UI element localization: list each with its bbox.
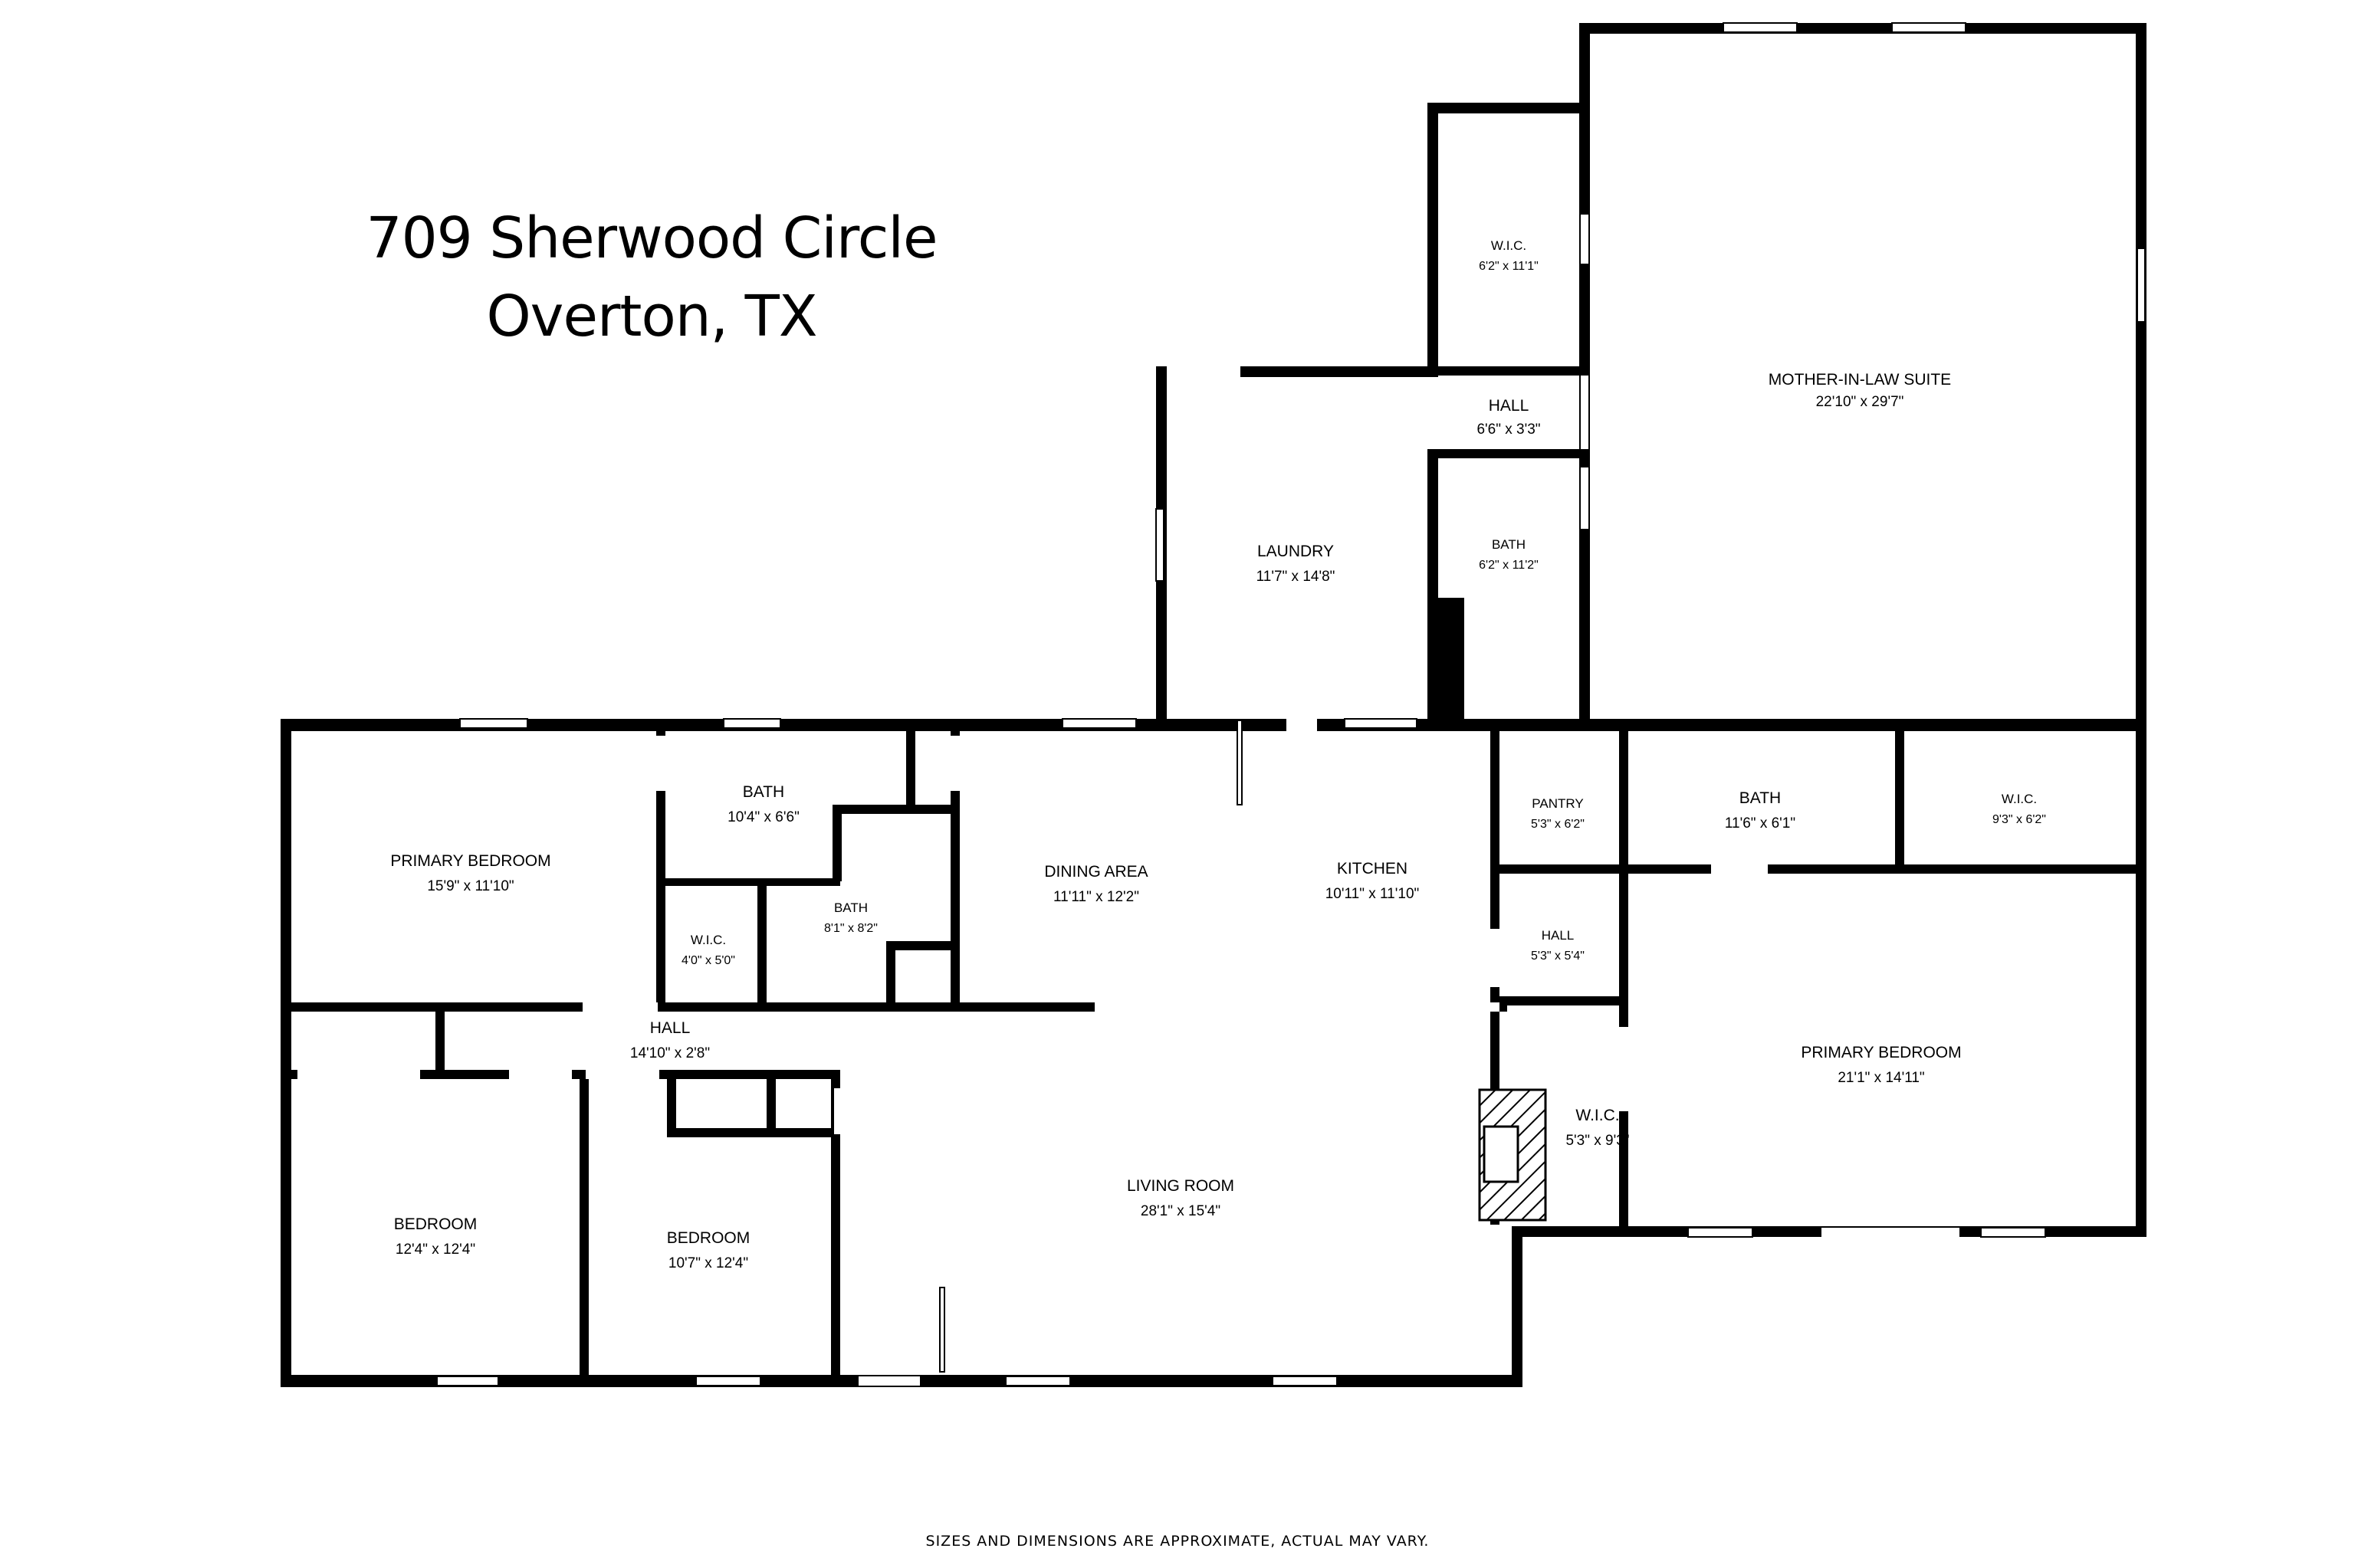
room-dims: 10'4" x 6'6"	[728, 809, 800, 825]
room-name: HALL	[650, 1019, 691, 1037]
room-name: PRIMARY BEDROOM	[390, 852, 550, 870]
room-dims: 6'2" x 11'2"	[1479, 559, 1539, 572]
room-name: BATH	[1739, 789, 1781, 807]
room-dims: 6'6" x 3'3"	[1476, 422, 1540, 438]
room-name: LAUNDRY	[1257, 543, 1334, 560]
room-dims: 11'11" x 12'2"	[1053, 889, 1139, 905]
door-leaf	[939, 1287, 945, 1373]
address-line-1: 709 Sherwood Circle	[366, 205, 938, 271]
windows	[436, 22, 2146, 1386]
room-labels: W.I.C. 6'2" x 11'1" MOTHER-IN-LAW SUITE …	[390, 238, 2046, 1271]
room-dims: 11'6" x 6'1"	[1725, 815, 1795, 832]
room-name: BATH	[1492, 537, 1526, 552]
room-name: W.I.C.	[1575, 1107, 1619, 1124]
room-dims: 5'3" x 6'2"	[1531, 818, 1585, 831]
room-dims: 8'1" x 8'2"	[824, 922, 878, 935]
room-name: MOTHER-IN-LAW SUITE	[1769, 371, 1951, 389]
room-name: HALL	[1489, 397, 1529, 415]
room-name: HALL	[1542, 928, 1575, 943]
room-name: KITCHEN	[1337, 860, 1407, 877]
room-dims: 21'1" x 14'11"	[1838, 1070, 1924, 1086]
room-name: W.I.C.	[2002, 792, 2037, 806]
room-name: PRIMARY BEDROOM	[1801, 1044, 1961, 1061]
door-openings	[297, 215, 1959, 1386]
room-dims: 10'7" x 12'4"	[668, 1255, 748, 1271]
room-dims: 22'10" x 29'7"	[1816, 394, 1904, 410]
room-dims: 4'0" x 5'0"	[682, 954, 735, 967]
room-name: W.I.C.	[691, 933, 726, 947]
room-name: BATH	[743, 783, 784, 801]
room-name: BATH	[834, 900, 868, 915]
room-name: BEDROOM	[394, 1215, 478, 1233]
room-dims: 9'3" x 6'2"	[1992, 813, 2046, 826]
address-line-2: Overton, TX	[486, 284, 817, 349]
room-name: LIVING ROOM	[1127, 1177, 1234, 1195]
room-dims: 6'2" x 11'1"	[1479, 260, 1539, 273]
room-dims: 15'9" x 11'10"	[427, 878, 514, 894]
room-dims: 12'4" x 12'4"	[396, 1242, 475, 1258]
room-name: PANTRY	[1532, 796, 1583, 811]
door-leaf	[1237, 720, 1243, 805]
disclaimer: SIZES AND DIMENSIONS ARE APPROXIMATE, AC…	[925, 1533, 1430, 1550]
room-name: BEDROOM	[667, 1229, 751, 1247]
room-dims: 28'1" x 15'4"	[1141, 1203, 1220, 1219]
room-dims: 14'10" x 2'8"	[630, 1045, 710, 1061]
room-dims: 10'11" x 11'10"	[1325, 886, 1420, 902]
room-dims: 5'3" x 5'4"	[1531, 950, 1585, 963]
room-dims: 5'3" x 9'3"	[1565, 1133, 1629, 1149]
room-name: DINING AREA	[1044, 863, 1148, 881]
fireplace-box	[1483, 1125, 1519, 1183]
room-name: W.I.C.	[1491, 238, 1526, 253]
room-dims: 11'7" x 14'8"	[1256, 569, 1335, 585]
